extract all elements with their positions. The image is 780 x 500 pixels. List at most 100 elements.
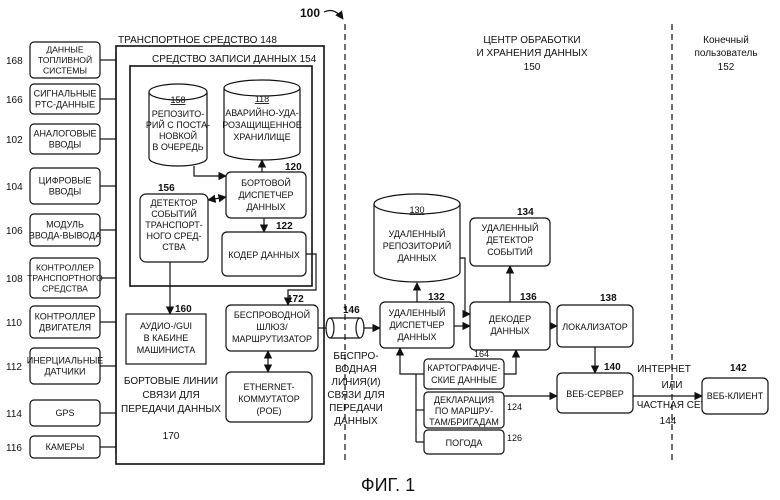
arrow-refdata-to-manager [400,348,416,374]
event-detector-line3: ТРАНСПОРТ- [145,220,202,230]
remote-detector-ref: 134 [517,207,534,218]
input-7-label-line: ИНЕРЦИАЛЬНЫЕ [27,356,104,366]
input-sources: ДАННЫЕТОПЛИВНОЙСИСТЕМЫ168СИГНАЛЬНЫЕPTC-Д… [6,42,116,458]
localizer-ref: 138 [600,293,617,304]
onboard-links-line2: СВЯЗИ ДЛЯ [142,390,199,401]
wireless-links-line1: БЕСПРО- [333,351,378,362]
onboard-manager-line2: ДИСПЕТЧЕР [238,190,293,200]
arrow-refdata-to-decoder [504,350,516,374]
wireless-gateway-line2: ШЛЮЗ/ [256,322,288,332]
figure-caption: ФИГ. 1 [361,475,415,495]
remote-repo-line1: УДАЛЕННЫЙ [389,228,446,239]
remote-detector-line3: СОБЫТИЙ [487,246,533,257]
queue-repo-line3: НОВКОЙ [159,130,197,141]
input-4-label-line: ВВОДА-ВЫВОДА [29,231,101,241]
map-data-line1: КАРТОГРАФИЧЕ- [427,363,500,373]
input-9-label-line: КАМЕРЫ [46,442,85,452]
localizer-label: ЛОКАЛИЗАТОР [562,322,628,332]
input-6-label-line: КОНТРОЛЛЕР [35,312,96,322]
input-1-label-line: СИГНАЛЬНЫЕ [34,89,97,99]
event-detector-ref: 156 [158,183,175,194]
internet-ref: 144 [660,416,677,427]
cab-audio-ref: 160 [175,304,192,315]
input-5-label-line: СРЕДСТВА [42,284,88,294]
map-data-line2: СКИЕ ДАННЫЕ [431,375,497,385]
remote-detector-line2: ДЕТЕКТОР [487,235,534,245]
input-0-label-line: ДАННЫЕ [46,45,84,55]
input-0-label-line: ТОПЛИВНОЙ [38,54,92,65]
crash-store-ref: 118 [255,94,269,104]
recorder-title: СРЕДСТВО ЗАПИСИ ДАННЫХ 154 [152,54,317,65]
data-decoder-line2: ДАННЫХ [490,326,529,336]
cab-audio-line2: В КАБИНЕ [144,333,189,343]
wireless-gateway-ref: 172 [287,294,304,305]
arrow-manager-to-detector [208,197,226,200]
cab-audio-line1: АУДИО-/GUI [140,321,192,331]
input-1-ref: 166 [6,95,23,106]
center-title-line2: И ХРАНЕНИЯ ДАННЫХ [476,48,587,59]
figure-ref: 100 [300,6,320,20]
data-encoder-ref: 122 [276,221,293,232]
input-0-label-line: СИСТЕМЫ [43,66,87,76]
route-declaration-line2: ПО МАРШРУ- [435,406,493,416]
wireless-links-ref: 146 [343,305,360,316]
ethernet-switch-line1: ETHERNET- [243,382,294,392]
internet-line2: ИЛИ [662,380,683,391]
user-title-line1: Конечный [703,35,749,46]
input-7-ref: 112 [6,362,22,373]
ethernet-switch-line3: (POE) [256,406,281,416]
wireless-link-left [326,318,334,338]
cab-audio-line3: МАШИНИСТА [137,345,196,355]
wireless-links-line5: ПЕРЕДАЧИ [329,403,383,414]
input-5-label-line: КОНТРОЛЛЕР [36,263,94,273]
input-5-ref: 108 [6,274,23,285]
input-2-label-line: ВВОДЫ [49,140,82,150]
input-4-label-line: МОДУЛЬ [46,220,84,230]
input-3-ref: 104 [6,182,23,193]
input-5-label-line: ТРАНСПОРТНОГО [27,273,103,283]
event-detector-line2: СОБЫТИЙ [151,208,197,219]
event-detector-line1: ДЕТЕКТОР [151,198,198,208]
weather-ref: 126 [507,433,522,443]
wireless-links-line3: ЛИНИЯ(И) [331,377,380,388]
center-title-line1: ЦЕНТР ОБРАБОТКИ [483,35,580,46]
center-title-ref: 150 [524,62,541,73]
web-server-ref: 140 [604,362,621,373]
wireless-link-right [356,318,364,338]
input-7-label-line: ДАТЧИКИ [44,367,85,377]
remote-repo-ref: 130 [409,205,424,215]
remote-manager-line2: ДИСПЕТЧЕР [389,320,444,330]
remote-detector-line1: УДАЛЕННЫЙ [482,222,539,233]
vehicle-section-title: ТРАНСПОРТНОЕ СРЕДСТВО 148 [118,35,277,46]
input-3-label-line: ЦИФРОВЫЕ [39,176,92,186]
arrow-queue-to-manager [194,166,226,176]
remote-repo-line3: ДАННЫХ [397,253,436,263]
weather-label: ПОГОДА [446,438,483,448]
web-client-ref: 142 [730,363,747,374]
data-decoder-line1: ДЕКОДЕР [489,314,531,324]
web-server-label: ВЕБ-СЕРВЕР [566,389,623,399]
input-6-label-line: ДВИГАТЕЛЯ [39,323,91,333]
onboard-manager-line3: ДАННЫХ [246,202,285,212]
arrow-repo-to-decoder [460,258,470,314]
wireless-gateway-line3: МАРШРУТИЗАТОР [232,334,312,344]
remote-manager-ref: 132 [428,292,445,303]
queue-repo-ref: 158 [170,95,185,105]
onboard-links-ref: 170 [163,431,180,442]
ethernet-switch-line2: КОММУТАТОР [238,394,299,404]
crash-store-line3: ХРАНИЛИЩЕ [233,132,290,142]
onboard-links-line1: БОРТОВЫЕ ЛИНИИ [124,376,218,387]
web-client-label: ВЕБ-КЛИЕНТ [707,391,764,401]
crash-store-line2: РОЗАЩИЩЕННОЕ [222,120,302,130]
input-8-ref: 114 [6,409,22,420]
map-data-ref: 164 [474,349,489,359]
input-2-ref: 102 [6,135,23,146]
data-decoder-ref: 136 [520,292,537,303]
input-8-label-line: GPS [55,408,74,418]
route-declaration-ref: 124 [507,402,522,412]
onboard-manager-line1: БОРТОВОЙ [241,177,291,188]
input-4-ref: 106 [6,226,23,237]
queue-repo-line1: РЕПОЗИТО- [152,109,204,119]
wireless-links-line6: ДАННЫХ [334,416,378,427]
